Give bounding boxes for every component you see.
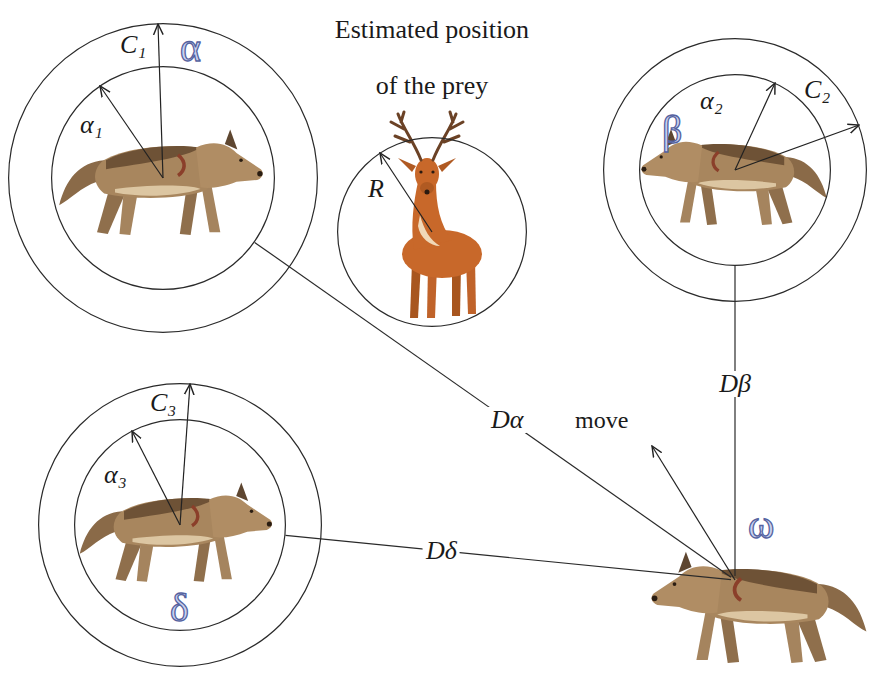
deer-ear (398, 158, 416, 172)
circle-outline (51, 66, 275, 290)
distance-label: Dα (488, 407, 526, 433)
coefficient-label: C₃ (150, 390, 176, 416)
wolf-rank-letter: β (662, 110, 682, 150)
distance-label: Dδ (423, 538, 460, 564)
distance-line (285, 535, 731, 579)
circle-outline (75, 420, 286, 631)
prey-circle: Estimated position of the preyR (337, 137, 527, 327)
circle-outline (39, 384, 322, 667)
deer-antler (391, 112, 421, 160)
deer-ear (438, 158, 456, 172)
move-label: move (575, 408, 628, 432)
wolf-rank-letter: ω (748, 505, 774, 545)
deer-eye (431, 170, 434, 173)
circle-outline (338, 138, 527, 327)
radius-arrow (735, 125, 859, 170)
deer-snout (420, 182, 434, 194)
radius-arrow (100, 86, 163, 178)
distance-line (255, 242, 731, 577)
inner-circle: α₁ (51, 66, 275, 290)
radius-label: R (368, 176, 384, 202)
deer-eye (419, 170, 422, 173)
radius-arrow (132, 431, 180, 525)
omega-wolf (652, 552, 867, 663)
inner-circle: α₂ β (639, 74, 831, 266)
radius-arrow (180, 384, 190, 525)
radius-arrow (158, 24, 163, 178)
omega-wolf-node: ω (731, 576, 739, 584)
radius-arrow (735, 83, 775, 170)
wolf-rank-letter: α (180, 28, 201, 68)
deer-figure (391, 112, 482, 318)
prey-heading: Estimated position of the prey (328, 2, 536, 114)
move-arrow (652, 446, 735, 580)
circle-outline (640, 75, 831, 266)
alpha-wolf (59, 130, 262, 235)
deer-neck (412, 182, 452, 250)
inner-circle: α₃ δ (74, 419, 286, 631)
coefficient-label: C₁ (120, 32, 146, 58)
distance-line (734, 266, 735, 576)
circle-outline (8, 23, 318, 333)
deer-antler (433, 112, 463, 160)
radius-label: α₂ (700, 88, 723, 114)
circle-outline (337, 137, 527, 327)
delta-wolf (80, 482, 272, 581)
radius-arrow (380, 153, 432, 232)
distance-label: Dβ (716, 371, 754, 397)
outer-circle: C₁ α α₁ (8, 23, 318, 333)
radius-label: α₃ (104, 462, 127, 488)
deer-nose (425, 190, 430, 195)
circle-outline (639, 74, 831, 266)
deer-chest (418, 215, 440, 246)
wolf-rank-letter: δ (170, 588, 189, 628)
circle-outline (9, 24, 318, 333)
outer-circle: C₃ α₃ δ (38, 383, 322, 667)
circle-outline (604, 39, 867, 302)
circle-outline (52, 67, 275, 290)
radius-label: α₁ (80, 112, 103, 138)
radius-arrows (100, 24, 859, 580)
outer-circle: C₂ α₂ β (603, 38, 867, 302)
coefficient-label: C₂ (804, 77, 830, 103)
